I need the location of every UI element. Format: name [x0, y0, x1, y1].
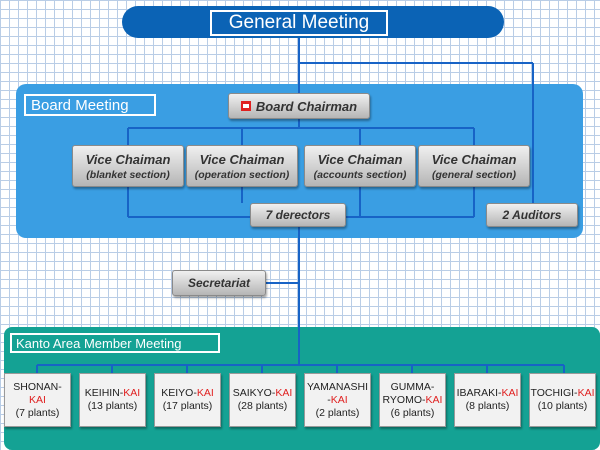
vice-chairman-section: (accounts section): [313, 168, 407, 181]
vice-chairman-title: Vice Chaiman: [431, 151, 517, 167]
member-shonan: SHONAN-KAI (7 plants): [4, 373, 71, 427]
member-ibaraki: IBARAKI-KAI (8 plants): [454, 373, 521, 427]
member-saikyo: SAIKYO-KAI (28 plants): [229, 373, 296, 427]
member-plants: (28 plants): [237, 400, 288, 412]
vice-chairman-blanket: Vice Chaiman (blanket section): [72, 145, 184, 187]
secretariat-box: Secretariat: [172, 270, 266, 296]
vice-chairman-operation: Vice Chaiman (operation section): [186, 145, 298, 187]
member-plants: (13 plants): [87, 400, 138, 412]
board-chairman-label: Board Chairman: [255, 98, 358, 114]
directors-box: 7 derectors: [250, 203, 346, 227]
member-tochigi: TOCHIGI-KAI (10 plants): [529, 373, 596, 427]
member-name-line: YAMANASHI: [306, 380, 369, 393]
member-plants: (6 plants): [390, 406, 435, 419]
auditors-box: 2 Auditors: [486, 203, 578, 227]
member-name-line: IBARAKI-KAI: [456, 387, 519, 399]
member-name-line: SHONAN-KAI: [13, 380, 62, 406]
member-plants: (17 plants): [162, 400, 213, 412]
member-keihin: KEIHIN-KAI (13 plants): [79, 373, 146, 427]
member-plants: (10 plants): [537, 400, 588, 412]
member-plants: (7 plants): [15, 406, 60, 419]
vice-chairman-section: (blanket section): [86, 168, 170, 181]
member-name-line: KEIHIN-KAI: [84, 387, 141, 399]
general-meeting-box: General Meeting: [210, 10, 388, 36]
vice-chairman-title: Vice Chaiman: [85, 151, 171, 167]
member-name-line-2: RYOMO-KAI: [382, 393, 443, 406]
vice-chairman-section: (general section): [431, 168, 517, 181]
member-name-line: KEIYO-KAI: [161, 387, 214, 399]
member-name-line: SAIKYO-KAI: [232, 387, 293, 399]
member-name-line: GUMMA-: [390, 380, 435, 393]
vice-chairman-section: (operation section): [194, 168, 290, 181]
member-keiyo: KEIYO-KAI (17 plants): [154, 373, 221, 427]
kanto-meeting-title: Kanto Area Member Meeting: [10, 333, 220, 353]
member-name-line: TOCHIGI-KAI: [530, 387, 595, 399]
member-name-line-2: -KAI: [327, 393, 348, 406]
member-plants: (8 plants): [465, 400, 510, 412]
vice-chairman-title: Vice Chaiman: [199, 151, 285, 167]
board-chairman-box: Board Chairman: [228, 93, 370, 119]
member-yamanashi: YAMANASHI -KAI (2 plants): [304, 373, 371, 427]
vice-chairman-general: Vice Chaiman (general section): [418, 145, 530, 187]
red-square-icon: [240, 101, 251, 111]
vice-chairman-title: Vice Chaiman: [317, 151, 403, 167]
member-plants: (2 plants): [315, 406, 360, 419]
board-meeting-title: Board Meeting: [24, 94, 156, 116]
member-gumma-ryomo: GUMMA- RYOMO-KAI (6 plants): [379, 373, 446, 427]
vice-chairman-accounts: Vice Chaiman (accounts section): [304, 145, 416, 187]
